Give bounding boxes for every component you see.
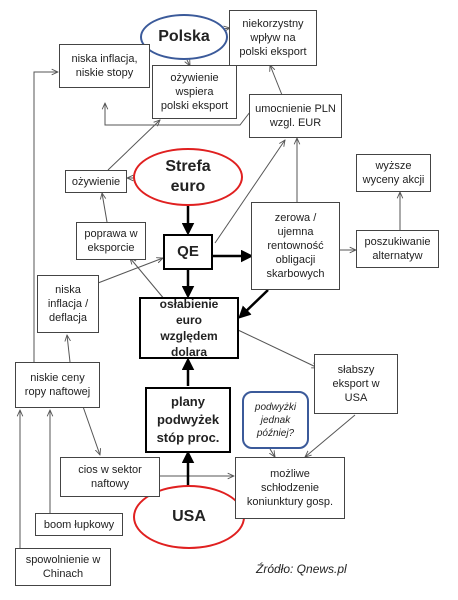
box-plany: plany podwyżek stóp proc. <box>145 387 231 453</box>
edge-niskie-stopy <box>33 72 58 362</box>
box-oslabienie: osłabienie euro względem dolara <box>139 297 239 359</box>
box-cios: cios w sektor naftowy <box>60 457 160 497</box>
edge-niskie-deflacja <box>67 335 70 363</box>
edge-podwyzki-mozliwe <box>270 448 275 457</box>
edge-oslabienie-poprawa <box>130 258 166 301</box>
box-boom: boom łupkowy <box>35 513 123 536</box>
box-zerowa: zerowa / ujemna rentowność obligacji ska… <box>251 202 340 290</box>
edge-umocnienie-niekorzystny <box>270 65 283 96</box>
edge-poprawa-ozywienie <box>102 193 108 223</box>
box-niska-deflacja: niska inflacja / deflacja <box>37 275 99 333</box>
box-niskie-ceny: niskie ceny ropy naftowej <box>15 362 100 408</box>
edge-qe-umocnienie <box>214 140 285 244</box>
box-wyzsze-wyceny: wyższe wyceny akcji <box>356 154 431 192</box>
edge-umocnienie-back <box>105 103 251 126</box>
box-ozywienie-wspiera: ożywienie wspiera polski eksport <box>152 65 237 119</box>
source-label: Źródło: Qnews.pl <box>256 562 347 576</box>
edge-oslabienie-slabszy <box>237 329 318 368</box>
edge-ozywienie-wspiera <box>107 120 160 171</box>
box-umocnienie-pln: umocnienie PLN wzgl. EUR <box>249 94 342 138</box>
box-poszukiwanie: poszukiwanie alternatyw <box>356 230 439 268</box>
box-podwyzki: podwyżki jednak później? <box>242 391 309 449</box>
box-slabszy: słabszy eksport w USA <box>314 354 398 414</box>
box-niska-inflacja-stopy: niska inflacja, niskie stopy <box>59 44 150 88</box>
ellipse-polska: Polska <box>140 14 228 60</box>
ellipse-strefa-euro: Strefa euro <box>133 148 243 206</box>
edge-slabszy-mozliwe <box>305 414 356 457</box>
box-poprawa: poprawa w eksporcie <box>76 222 146 260</box>
box-mozliwe: możliwe schłodzenie koniunktury gosp. <box>235 457 345 519</box>
edge-zerowa-oslabienie <box>238 289 269 319</box>
edge-deflacja-qe <box>97 258 163 284</box>
box-niekorzystny: niekorzystny wpływ na polski eksport <box>229 10 317 66</box>
box-ozywienie: ożywienie <box>65 170 127 193</box>
box-spowolnienie: spowolnienie w Chinach <box>15 548 111 586</box>
box-qe: QE <box>163 234 213 270</box>
